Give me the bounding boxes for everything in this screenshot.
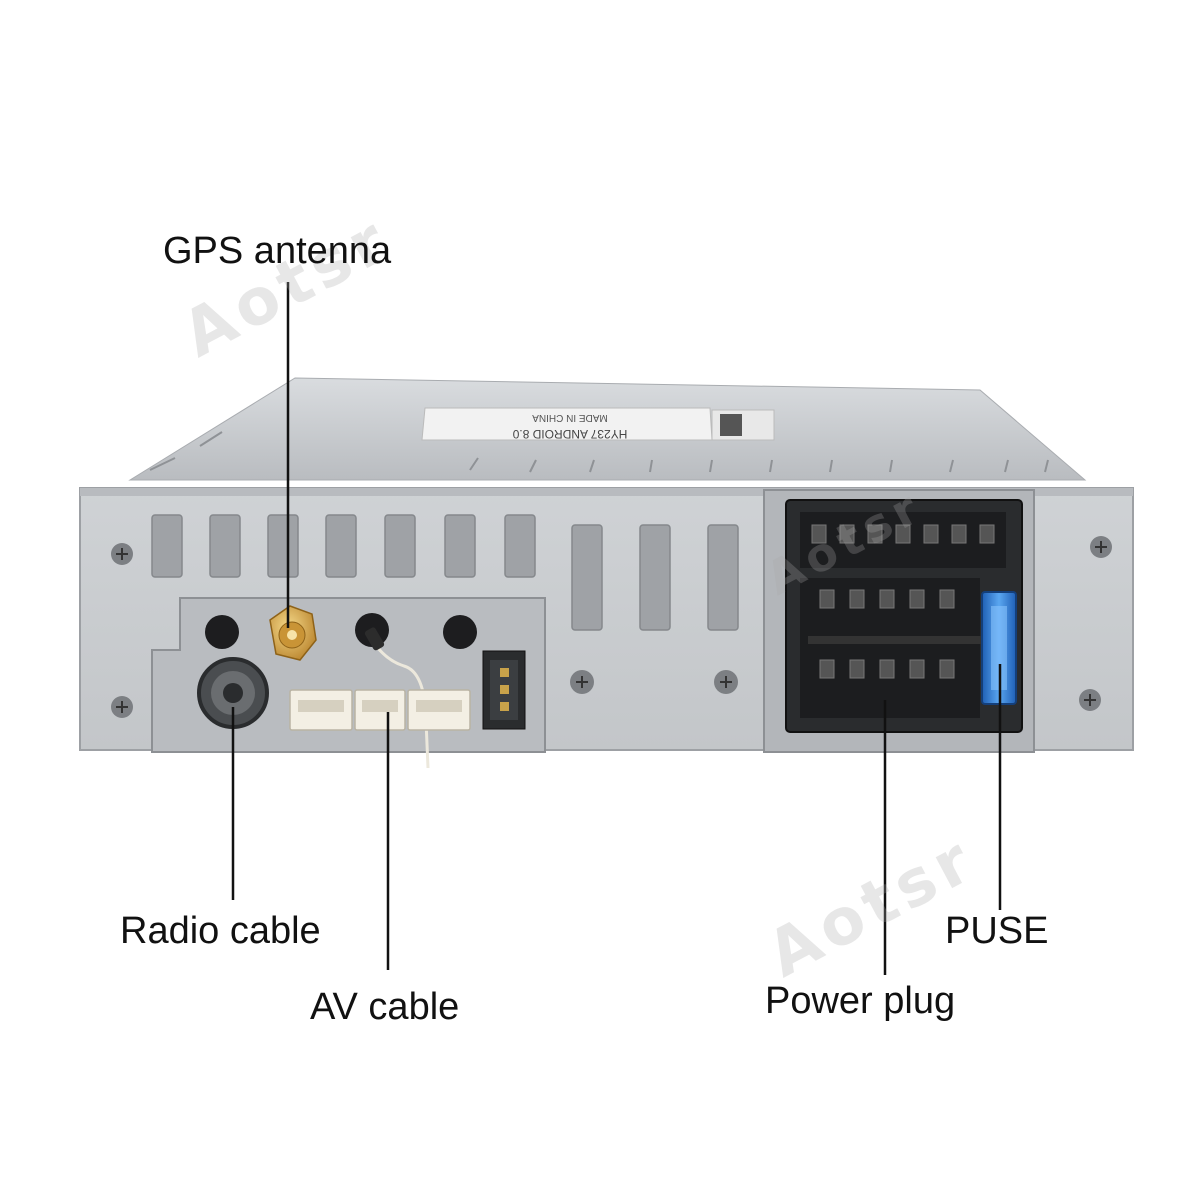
label-power-plug: Power plug	[765, 980, 956, 1022]
mount-hole-left	[205, 615, 239, 649]
housing-top-ridges	[149, 431, 1049, 473]
sticker-line1: HY237 ANDROID 8.0	[512, 427, 627, 441]
screw-bottom-right	[1079, 689, 1101, 711]
screw-top-left	[111, 543, 133, 565]
blue-fuse	[981, 591, 1017, 705]
screw-mid-right	[714, 670, 738, 694]
vent-slots	[151, 514, 739, 631]
sticker-line2: MADE IN CHINA	[532, 412, 608, 423]
connector-bay	[151, 597, 546, 769]
mount-hole-right	[443, 615, 477, 649]
screw-top-right	[1090, 536, 1112, 558]
label-puse: PUSE	[945, 910, 1049, 952]
iso-power-connector	[763, 489, 1035, 753]
screw-bottom-left	[111, 696, 133, 718]
gps-sma-connector	[269, 605, 317, 661]
black-pin-header	[482, 650, 526, 730]
label-radio-cable: Radio cable	[120, 910, 321, 952]
label-av-cable: AV cable	[310, 986, 460, 1028]
product-sticker: HY237 ANDROID 8.0 MADE IN CHINA	[421, 407, 775, 441]
callout-leader-lines	[231, 282, 1002, 975]
label-gps-antenna: GPS antenna	[163, 230, 392, 272]
screws	[111, 536, 1112, 718]
screw-mid-left	[570, 670, 594, 694]
